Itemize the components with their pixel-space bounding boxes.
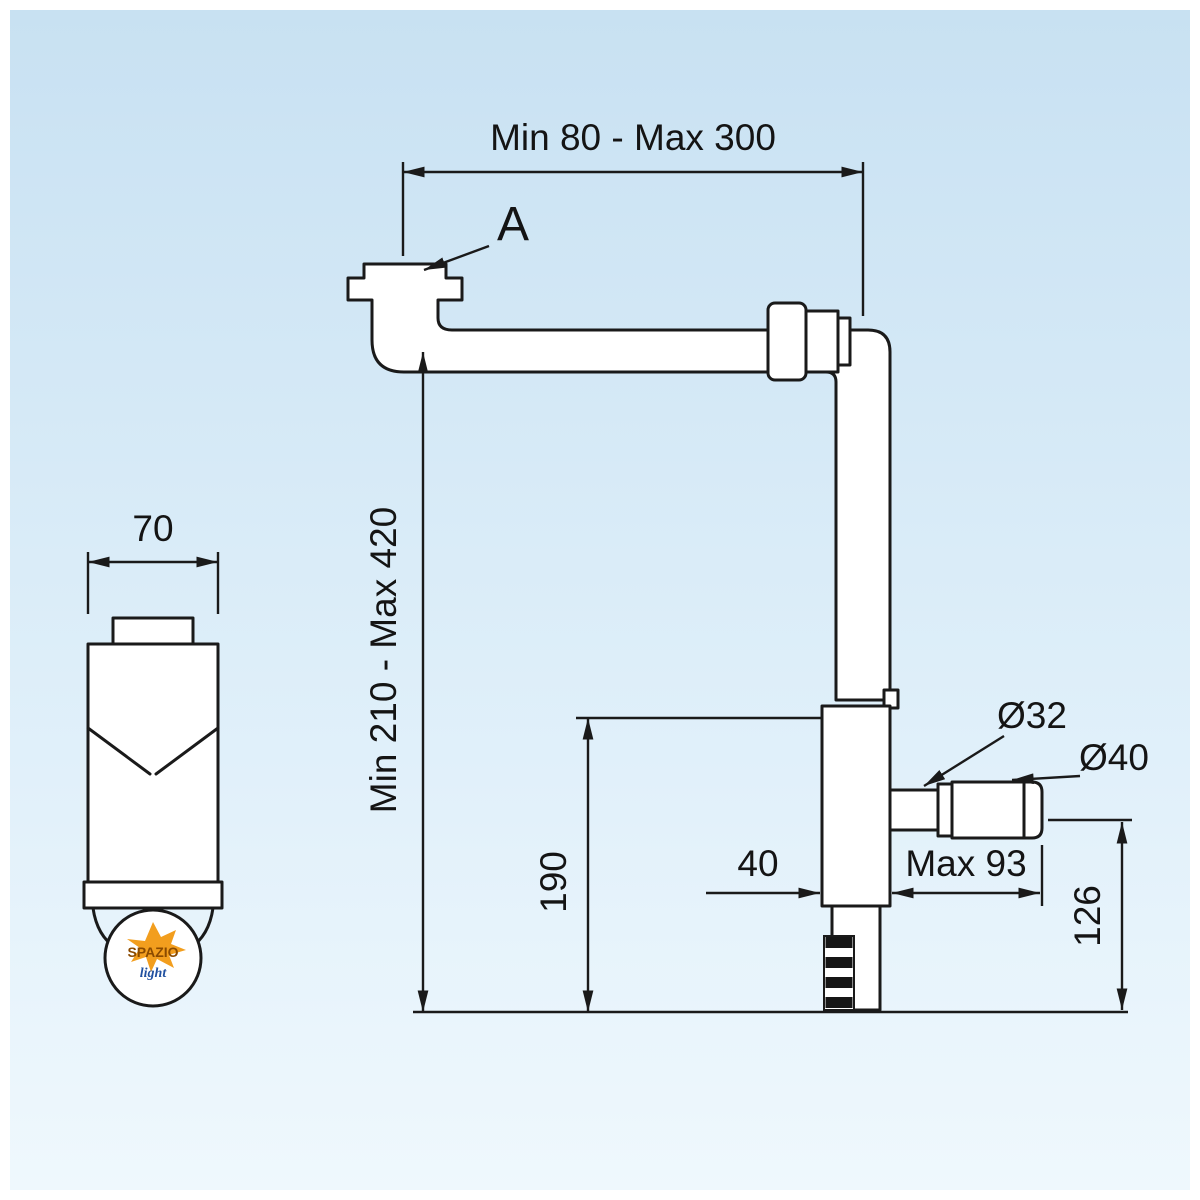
detail-a-callout: A (423, 198, 529, 272)
side-view-top-collar (111, 616, 195, 646)
dim-height-span: Min 210 - Max 420 (363, 352, 429, 1012)
wall-flange (766, 301, 808, 382)
dia-40-label: Ø40 (1079, 737, 1149, 778)
dim-max-93: Max 93 (892, 843, 1044, 906)
outlet-connector-40 (950, 780, 1044, 840)
trap-body (820, 704, 892, 908)
logo-brand-text: SPAZIO (127, 944, 178, 960)
main-view (346, 262, 1044, 1012)
outlet-pipe-32 (888, 788, 940, 832)
side-view: SPAZIO light (82, 616, 224, 1008)
nut-collar (836, 316, 852, 367)
barcode-bar (825, 937, 853, 948)
background (10, 10, 1190, 1190)
barcode-label (823, 935, 855, 1011)
dim-height-span-label: Min 210 - Max 420 (363, 507, 404, 813)
side-view-contours (86, 726, 220, 776)
logo-sub-text: light (140, 966, 168, 981)
side-view-body (86, 642, 220, 884)
compression-nut (804, 309, 840, 374)
dim-side-width: 70 (86, 508, 220, 614)
dim-190-label: 190 (533, 851, 574, 913)
leader-line (423, 244, 490, 272)
barcode-bar (825, 957, 853, 968)
barcode-bar (825, 977, 853, 988)
dim-side-width-label: 70 (132, 508, 173, 549)
side-view-base-cap (82, 880, 224, 910)
dim-max-93-label: Max 93 (905, 843, 1026, 884)
dim-40-label: 40 (737, 843, 778, 884)
dim-40: 40 (706, 843, 820, 899)
callout-dia-32: Ø32 (923, 695, 1067, 788)
leader-line (923, 734, 1005, 788)
callout-dia-40: Ø40 (1011, 737, 1149, 785)
dim-126: 126 (1048, 818, 1132, 1010)
dim-top-span-label: Min 80 - Max 300 (490, 117, 776, 158)
detail-a-label: A (497, 198, 529, 251)
leader-line (1011, 773, 1081, 785)
outlet-ring (936, 782, 954, 838)
dim-190: 190 (533, 716, 822, 1012)
barcode-bar (825, 997, 853, 1008)
dim-top-span: Min 80 - Max 300 (401, 117, 865, 316)
dim-126-label: 126 (1067, 885, 1108, 947)
dia-32-label: Ø32 (997, 695, 1067, 736)
logo-splash-icon (127, 922, 186, 972)
